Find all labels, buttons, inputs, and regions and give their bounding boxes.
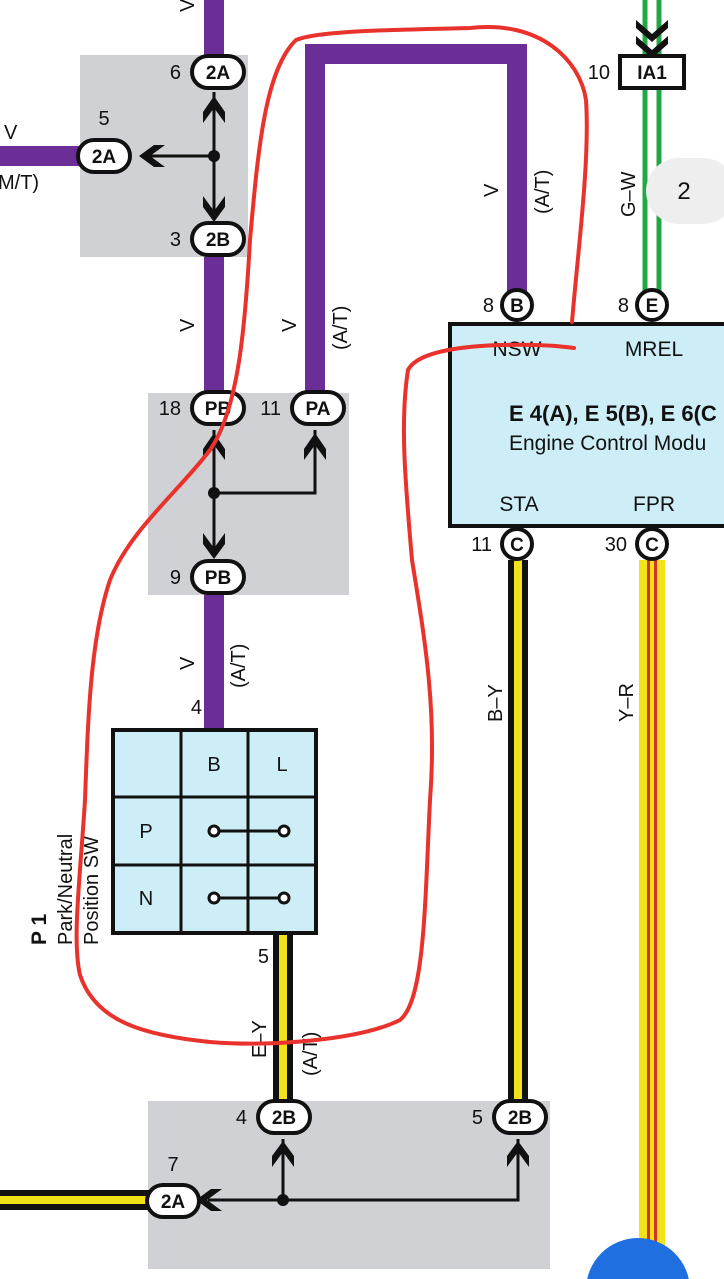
connector-ecu-c11-pin: 11 xyxy=(471,534,492,556)
wire-label-sw-at: (A/T) xyxy=(228,644,250,688)
connector-pb-9-pin: 9 xyxy=(170,567,181,589)
connector-ecu-c30-label: C xyxy=(645,535,659,556)
switch-row-p: P xyxy=(139,821,152,843)
switch-ref: P 1 xyxy=(28,914,51,945)
connector-2b-bot5-pin: 5 xyxy=(472,1107,483,1129)
switch-row-n: N xyxy=(139,888,153,910)
switch-name-line2: Position SW xyxy=(81,836,103,945)
chevron-down-icon xyxy=(203,196,225,222)
connector-ecu-e-label: E xyxy=(646,296,659,317)
connector-2a-top-pin: 6 xyxy=(170,62,181,84)
wire-label-pa-at: (A/T) xyxy=(330,306,352,350)
red-markup-annotation xyxy=(74,24,589,1046)
connector-ecu-b-label: B xyxy=(510,296,524,317)
connector-2a-bot7-pin: 7 xyxy=(167,1154,178,1176)
connector-2a-top-label: 2A xyxy=(206,63,231,84)
page-badge-number: 2 xyxy=(677,178,690,205)
switch-name-line1: Park/Neutral xyxy=(55,834,77,945)
wire-label-sw-pin4: 4 xyxy=(191,697,202,719)
chevron-left-icon xyxy=(139,145,165,167)
ecu-pin-mrel: MREL xyxy=(625,338,683,361)
connector-pa-11-pin: 11 xyxy=(260,398,281,420)
wire-v-at-loop xyxy=(305,44,527,393)
wire-label-mid-v: V xyxy=(177,318,199,332)
chevron-arrows xyxy=(139,96,529,1211)
connector-2b-bot4-label: 2B xyxy=(272,1108,296,1129)
wire-label-by: B–Y xyxy=(485,684,507,722)
connector-2a-left-pin: 5 xyxy=(98,108,109,130)
connector-ia1-pin: 10 xyxy=(588,62,610,84)
wire-e-y-bottom-left xyxy=(0,1190,150,1210)
connector-2a-left-label: 2A xyxy=(92,147,117,168)
connector-ecu-c30-pin: 30 xyxy=(605,534,627,556)
wire-label-yr: Y–R xyxy=(616,683,638,722)
connector-2b-bot4-pin: 4 xyxy=(236,1107,247,1129)
connector-pa-11-label: PA xyxy=(306,399,331,420)
connector-2b-upper-label: 2B xyxy=(206,230,230,251)
wire-y-r xyxy=(639,560,665,1279)
wire-label-pa-v: V xyxy=(279,318,301,332)
junction-block-2a-2b-lower xyxy=(148,1101,550,1269)
ecu-pin-nsw: NSW xyxy=(493,338,542,361)
floating-action-button[interactable] xyxy=(586,1238,690,1279)
wire-label-ecu-at: (A/T) xyxy=(532,170,554,214)
engine-control-module-box xyxy=(448,322,724,528)
connector-ia1-label: IA1 xyxy=(637,63,667,84)
chevron-up-icon xyxy=(304,433,326,460)
wire-label-top-v: V xyxy=(177,0,199,12)
chevron-up-icon xyxy=(203,96,225,123)
wire-label-ey: E–Y xyxy=(249,1020,271,1058)
connector-2b-upper-pin: 3 xyxy=(170,229,181,251)
connector-2b-bot5-label: 2B xyxy=(508,1108,532,1129)
wire-label-gw: G–W xyxy=(618,171,640,217)
chevron-up-icon xyxy=(272,1141,294,1167)
connector-ecu-e-pin: 8 xyxy=(618,295,629,317)
wire-e-y xyxy=(273,935,293,1103)
ecu-pin-fpr: FPR xyxy=(633,493,675,516)
junction-internal-lines xyxy=(148,92,520,1202)
wire-label-sw-v: V xyxy=(177,656,199,670)
ecu-pin-sta: STA xyxy=(499,493,538,516)
violet-wires xyxy=(0,0,527,730)
chevron-up-icon xyxy=(507,1141,529,1167)
park-neutral-switch: B L P N xyxy=(111,728,318,935)
connector-ecu-b-pin: 8 xyxy=(483,295,494,317)
double-chevron-down-icon xyxy=(636,20,668,58)
chevron-down-icon xyxy=(203,533,225,559)
wire-label-ecu-v: V xyxy=(481,183,503,197)
chevron-left-icon xyxy=(196,1189,222,1211)
connector-pb-18-label: PB xyxy=(205,399,231,420)
wire-b-y xyxy=(508,560,528,1103)
switch-contact-n xyxy=(207,891,291,905)
connector-pills xyxy=(76,54,686,1219)
connector-pb-9-label: PB xyxy=(205,568,231,589)
junction-dots xyxy=(208,150,289,1206)
page-badge[interactable]: 2 xyxy=(646,158,724,224)
connector-pb-18-pin: 18 xyxy=(159,398,181,420)
wire-label-sw-pin5: 5 xyxy=(258,946,269,968)
connector-ecu-c11-label: C xyxy=(510,535,524,556)
switch-col-b: B xyxy=(207,754,220,776)
wire-g-w xyxy=(636,0,668,292)
ecu-subtitle: Engine Control Modu xyxy=(509,432,706,455)
wire-label-left-mt: M/T) xyxy=(0,172,39,194)
switch-col-l: L xyxy=(276,754,287,776)
chevron-up-icon xyxy=(203,433,225,460)
wire-label-left-v: V xyxy=(4,122,18,144)
switch-contact-p xyxy=(207,824,291,838)
connector-2a-bot7-label: 2A xyxy=(161,1192,186,1213)
ecu-title: E 4(A), E 5(B), E 6(C xyxy=(509,401,717,426)
